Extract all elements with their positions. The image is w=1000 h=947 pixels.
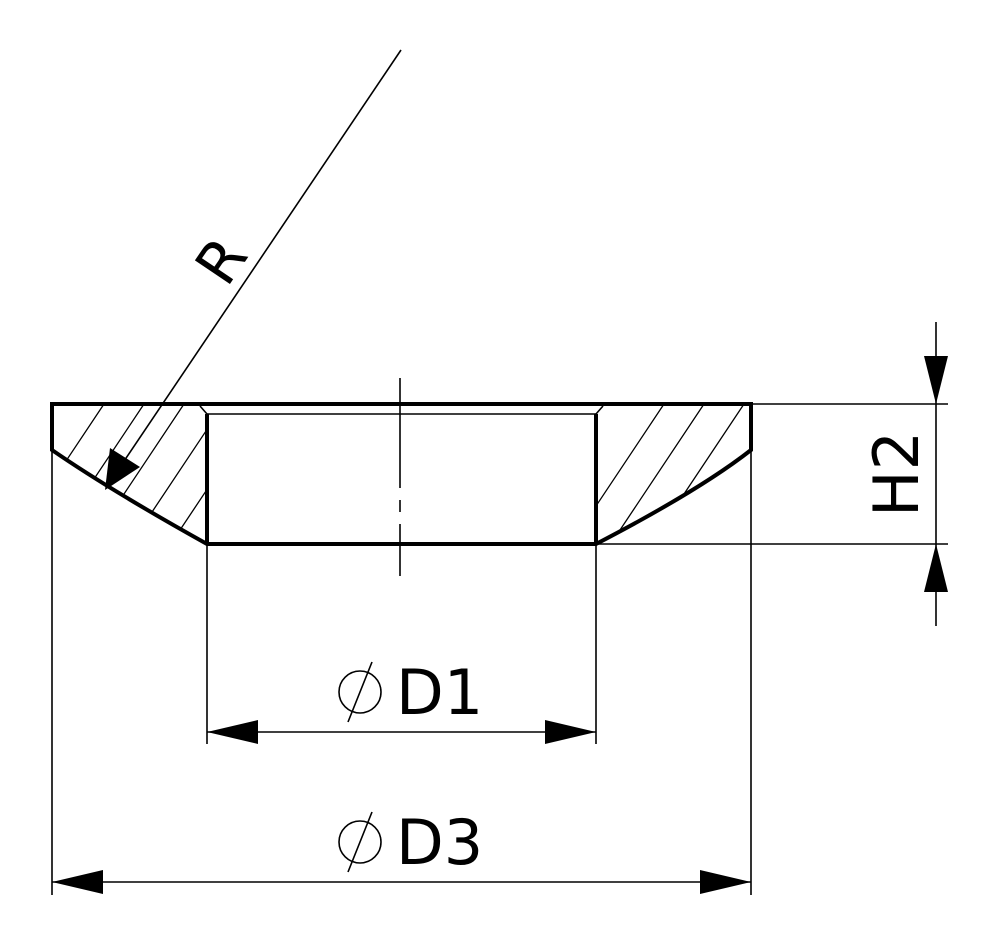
inner-diameter-arrow-right [545, 720, 596, 744]
washer-outline [50, 402, 753, 546]
inner-diameter-dimension [206, 544, 597, 744]
radius-leader [105, 49, 402, 490]
height-arrow-bottom [924, 544, 948, 592]
inner-diameter-label: D1 [396, 656, 483, 729]
radius-label: R [182, 225, 261, 296]
diameter-icon [338, 661, 382, 723]
radius-arrowhead [105, 448, 140, 490]
outer-diameter-arrow-right [700, 870, 751, 894]
height-label: H2 [860, 431, 933, 517]
height-arrow-top [924, 356, 948, 404]
outer-diameter-arrow-left [52, 870, 103, 894]
outer-diameter-label: D3 [396, 806, 483, 879]
inner-diameter-arrow-left [207, 720, 258, 744]
height-dimension [596, 322, 948, 626]
outer-diameter-dimension [51, 450, 752, 895]
diameter-icon [338, 811, 382, 873]
